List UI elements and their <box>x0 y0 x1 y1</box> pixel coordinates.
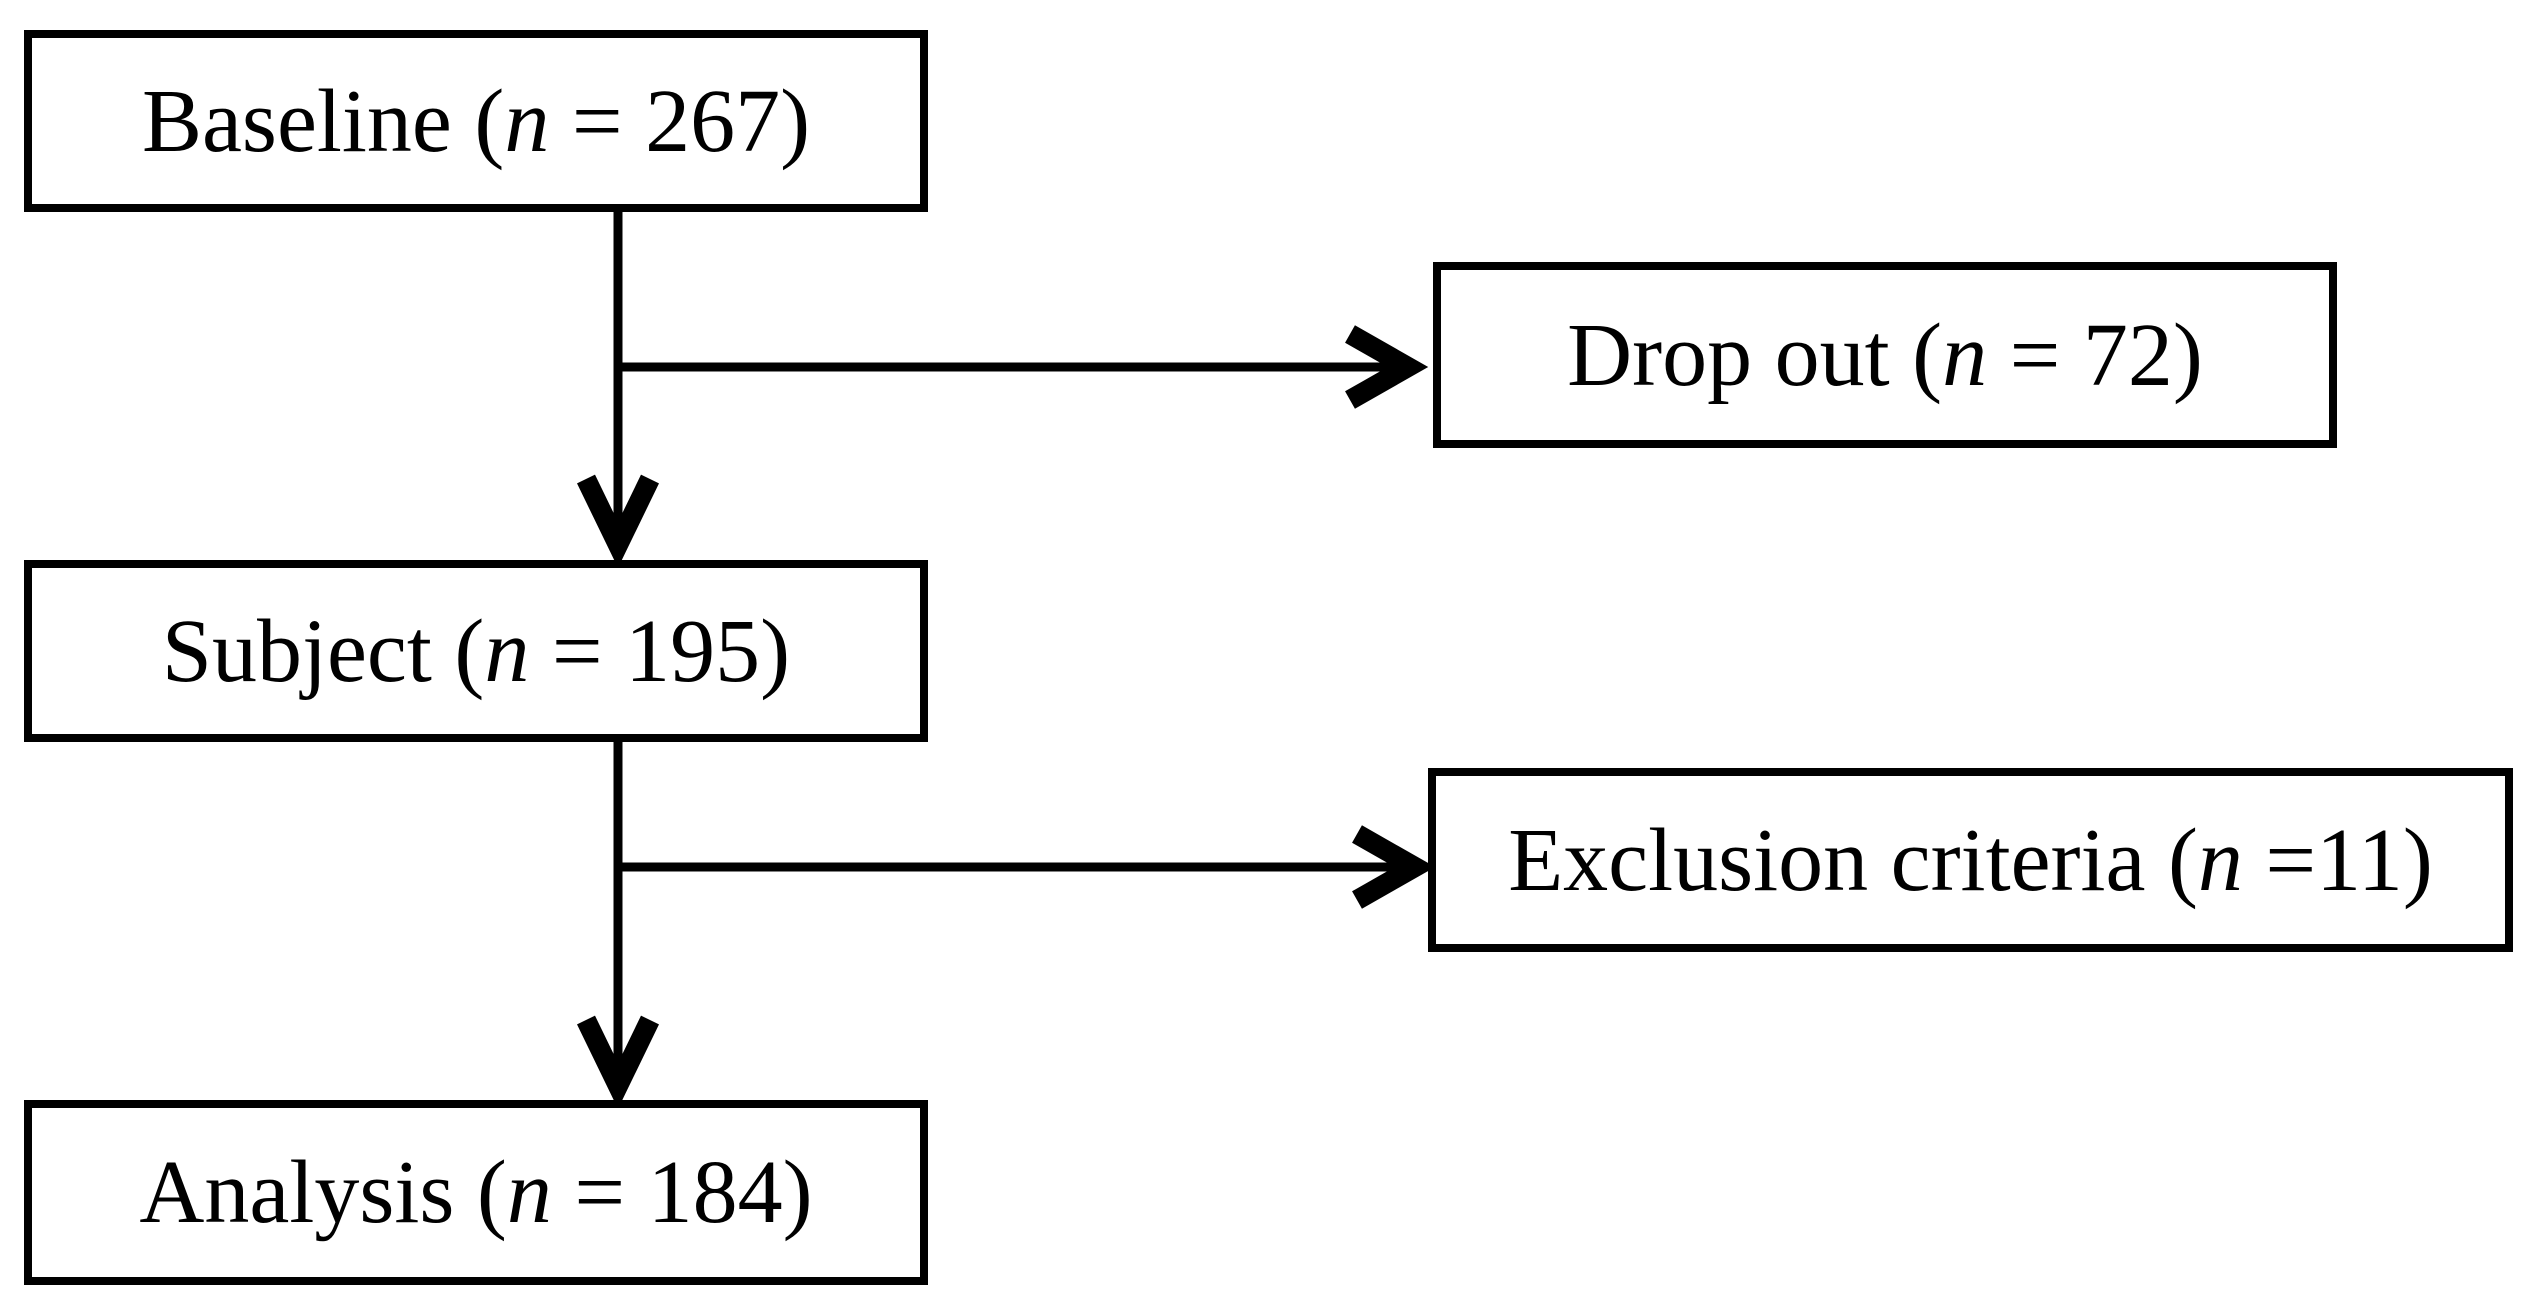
label-suffix: = 195) <box>529 601 791 701</box>
arrow-baseline-to-subject <box>577 206 659 568</box>
node-dropout-label: Drop out (n = 72) <box>1567 306 2203 405</box>
node-subject-label: Subject (n = 195) <box>162 602 790 701</box>
arrowhead-right-icon <box>1352 825 1436 909</box>
arrow-baseline-to-dropout <box>614 325 1429 409</box>
node-analysis-label: Analysis (n = 184) <box>139 1143 812 1242</box>
arrow-subject-to-exclusion <box>614 825 1436 909</box>
node-dropout: Drop out (n = 72) <box>1433 262 2337 448</box>
label-suffix: = 267) <box>549 71 811 171</box>
label-n-variable: n <box>504 71 550 171</box>
label-prefix: Analysis ( <box>139 1143 507 1242</box>
label-n-variable: n <box>2197 810 2243 910</box>
node-exclusion-label: Exclusion criteria (n =11) <box>1508 811 2433 910</box>
node-baseline: Baseline (n = 267) <box>24 30 928 212</box>
node-subject: Subject (n = 195) <box>24 560 928 742</box>
node-baseline-label: Baseline (n = 267) <box>142 72 810 171</box>
arrowhead-down-icon <box>577 1015 659 1109</box>
arrowhead-down-icon <box>577 474 659 568</box>
label-n-variable: n <box>484 601 530 701</box>
label-suffix: = 184) <box>551 1143 813 1242</box>
label-prefix: Baseline ( <box>141 71 505 171</box>
node-analysis: Analysis (n = 184) <box>24 1100 928 1285</box>
arrowhead-right-icon <box>1345 325 1429 409</box>
node-exclusion: Exclusion criteria (n =11) <box>1428 768 2513 952</box>
label-suffix: =11) <box>2242 810 2433 910</box>
label-prefix: Exclusion criteria ( <box>1508 810 2198 910</box>
label-prefix: Subject ( <box>161 601 485 701</box>
label-n-variable: n <box>506 1143 552 1242</box>
label-n-variable: n <box>1942 305 1988 405</box>
arrow-subject-to-analysis <box>577 736 659 1109</box>
label-suffix: = 72) <box>1987 305 2203 405</box>
label-prefix: Drop out ( <box>1567 305 1943 405</box>
